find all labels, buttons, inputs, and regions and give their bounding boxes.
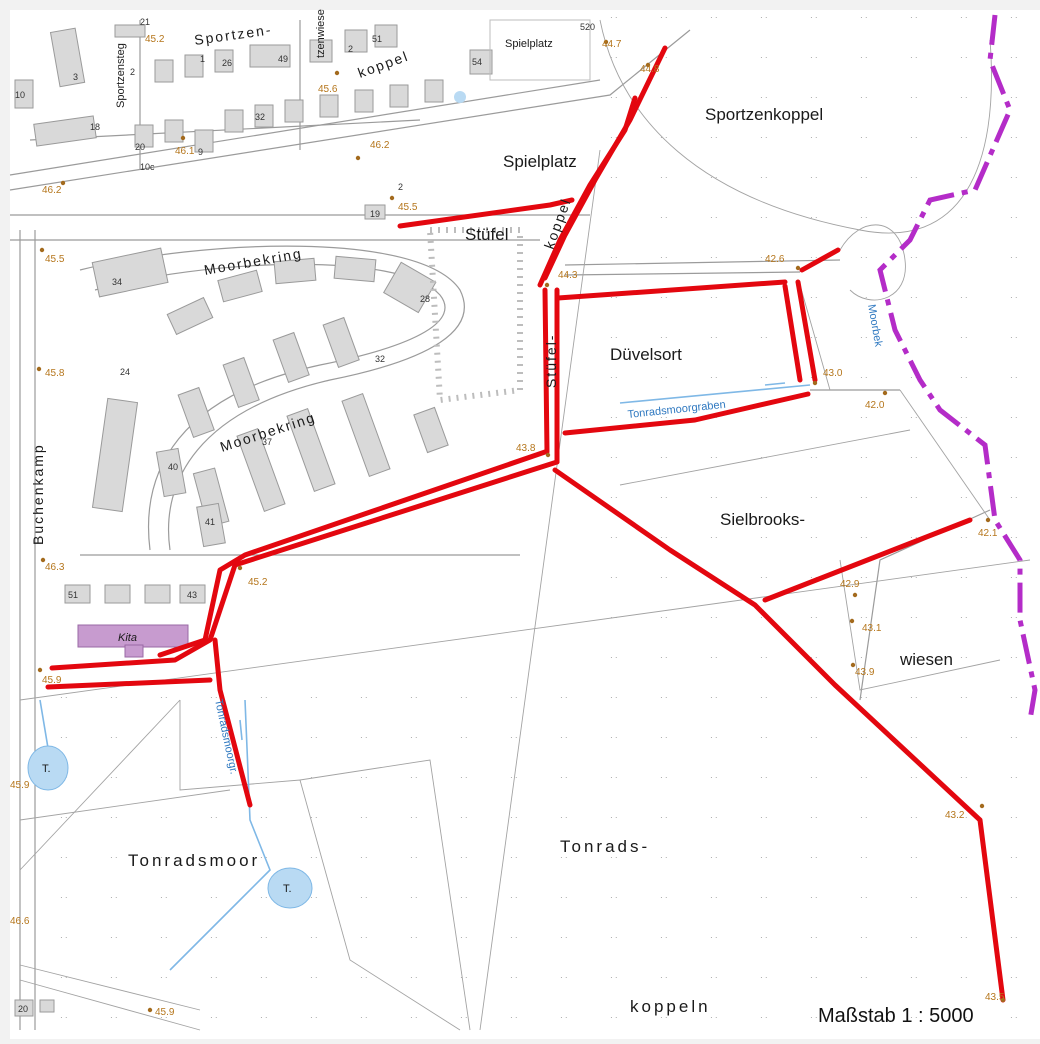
house-number-11: 18	[90, 122, 100, 132]
house-number-16: 2	[398, 182, 403, 192]
house-number-5: 1	[200, 54, 205, 64]
label-tonrads: Tonrads-	[560, 837, 650, 856]
elevation-label-10: 45.8	[45, 368, 65, 379]
elevation-label-25: 46.6	[10, 916, 30, 927]
label-kita: Kita	[118, 632, 137, 644]
label-wiesen: wiesen	[899, 650, 953, 669]
elevation-label-21: 43.9	[855, 667, 875, 678]
house-number-20: 32	[375, 354, 385, 364]
house-number-2: 3	[73, 72, 78, 82]
place-labels: Sportzenkoppel Spielplatz Spielplatz Stü…	[118, 38, 953, 1016]
house-number-25: 51	[68, 590, 78, 600]
elevation-label-11: 44.3	[558, 270, 578, 281]
elevation-label-14: 42.0	[865, 400, 885, 411]
scale-label: Maßstab 1 : 5000	[818, 1005, 974, 1027]
elevation-points	[36, 39, 1006, 1013]
label-buchenkamp: Buchenkamp	[30, 443, 46, 545]
house-number-7: 49	[278, 54, 288, 64]
elevation-label-12: 42.6	[765, 254, 785, 265]
label-pond-1: T.	[42, 763, 51, 775]
water-features	[27, 91, 811, 971]
elevation-label-23: 45.9	[10, 780, 30, 791]
municipal-border	[877, 14, 1038, 721]
pond-small	[454, 91, 466, 103]
buildings-north	[14, 24, 493, 298]
elevation-labels: 45.2 44.7 44.8 45.6 46.2 46.1 46.2 45.5 …	[10, 34, 1005, 1018]
house-number-21: 24	[120, 367, 130, 377]
elevation-label-8: 45.5	[398, 202, 418, 213]
elevation-label-17: 46.3	[45, 562, 65, 573]
label-pond-2: T.	[283, 883, 292, 895]
elevation-label-1: 45.2	[145, 34, 165, 45]
elevation-label-22: 45.9	[42, 675, 62, 686]
house-number-12: 20	[135, 142, 145, 152]
house-number-9: 2	[348, 44, 353, 54]
elevation-label-5: 46.2	[370, 140, 390, 151]
label-tzenwiese: tzenwiese	[315, 9, 327, 58]
house-number-1: 21	[140, 17, 150, 27]
elevation-label-15: 43.8	[516, 443, 536, 454]
elevation-label-26: 45.9	[155, 1007, 175, 1018]
elevation-label-19: 42.9	[840, 579, 860, 590]
elevation-label-7: 46.2	[42, 185, 62, 196]
field-pattern-east	[600, 10, 1030, 1039]
label-stuefel-koppel-a: Stüfel-	[543, 334, 559, 388]
elevation-label-3: 44.8	[640, 64, 660, 75]
house-number-18: 34	[112, 277, 122, 287]
elevation-label-13: 43.0	[823, 368, 843, 379]
elevation-label-9: 45.5	[45, 254, 65, 265]
house-number-3: 10	[15, 90, 25, 100]
house-number-23: 40	[168, 462, 178, 472]
buildings-ring	[14, 255, 449, 1017]
label-stuefel: Stüfel	[465, 225, 508, 244]
parcel-lines	[19, 19, 1031, 1031]
label-spielplatz: Spielplatz	[503, 152, 577, 171]
elevation-label-20: 43.1	[862, 623, 882, 634]
house-number-8: 51	[372, 34, 382, 44]
house-number-6: 26	[222, 58, 232, 68]
house-number-19: 28	[420, 294, 430, 304]
elevation-label-27: 43.5	[985, 992, 1005, 1003]
pond-south	[267, 867, 313, 909]
house-number-27: 20	[18, 1004, 28, 1014]
house-number-17: 19	[370, 209, 380, 219]
elevation-label-16: 45.2	[248, 577, 268, 588]
house-number-15: 32	[255, 112, 265, 122]
elevation-label-18: 42.1	[978, 528, 998, 539]
house-number-10: 54	[472, 57, 482, 67]
label-sportzensteg: Sportzensteg	[115, 43, 127, 108]
house-number-26: 43	[187, 590, 197, 600]
label-koppeln: koppeln	[630, 997, 711, 1016]
pond-west	[27, 745, 69, 791]
label-sielbrooks: Sielbrooks-	[720, 510, 805, 529]
route-lines	[45, 45, 1006, 1003]
elevation-label-24: 43.2	[945, 810, 965, 821]
house-number-24: 41	[205, 517, 215, 527]
elevation-label-4: 45.6	[318, 84, 338, 95]
elevation-label-2: 44.7	[602, 39, 622, 50]
house-number-13: 10c	[140, 162, 155, 172]
hatched-areas	[426, 19, 591, 404]
house-number-28: 520	[580, 22, 595, 32]
house-number-22: 37	[262, 437, 272, 447]
label-sportzenkoppel: Sportzenkoppel	[705, 105, 823, 124]
house-number-14: 9	[198, 147, 203, 157]
label-duevelsort: Düvelsort	[610, 345, 682, 364]
house-numbers: 21 3 10 2 1 26 49 51 2 54 18 20 10c 9 32…	[15, 17, 595, 1014]
house-number-4: 2	[130, 67, 135, 77]
field-pattern-south	[20, 690, 580, 1030]
label-tonradsmoor: Tonradsmoor	[128, 851, 260, 870]
elevation-label-6: 46.1	[175, 146, 195, 157]
label-spielplatz-top: Spielplatz	[505, 38, 553, 50]
